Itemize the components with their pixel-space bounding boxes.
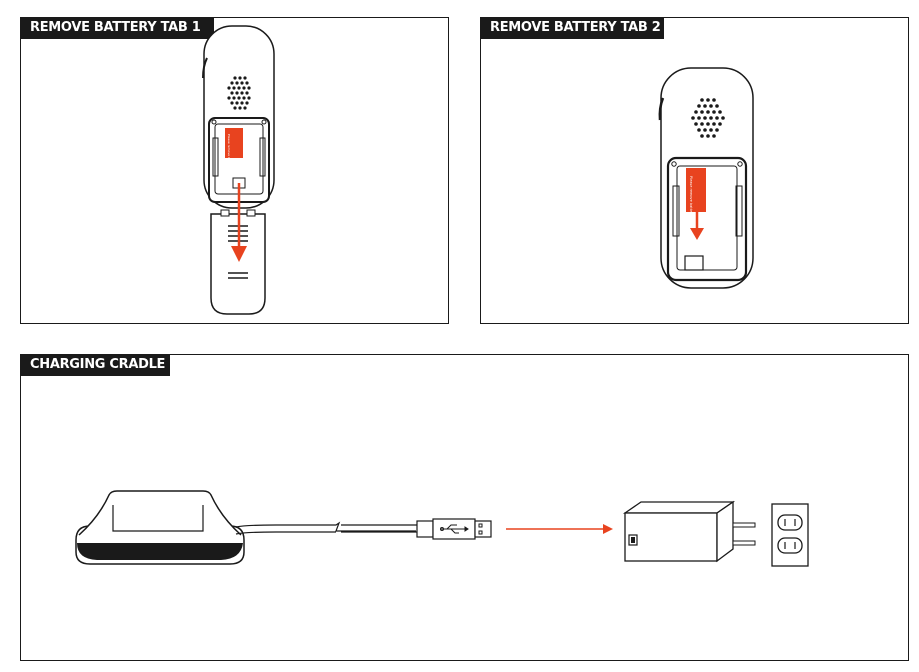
panel-charging-cradle: CHARGING CRADLE xyxy=(20,354,909,661)
svg-text:Please remove battery: Please remove battery xyxy=(227,134,231,168)
connect-arrow-icon xyxy=(506,524,613,534)
panel-title: CHARGING CRADLE xyxy=(20,354,170,376)
wall-outlet-icon xyxy=(771,503,809,567)
pull-arrow-icon xyxy=(690,194,704,240)
usb-cable-icon xyxy=(235,518,492,540)
panel-remove-battery-tab-2: REMOVE BATTERY TAB 2 Please remove batte… xyxy=(480,17,909,324)
charging-cradle-icon xyxy=(75,490,245,565)
usb-symbol-icon xyxy=(440,524,469,534)
power-adapter-icon xyxy=(622,500,756,563)
panel-title: REMOVE BATTERY TAB 1 xyxy=(20,17,214,39)
pull-arrow-icon xyxy=(231,183,247,262)
battery-cover-icon xyxy=(210,209,266,315)
svg-text:Please remove battery: Please remove battery xyxy=(689,176,693,216)
phone-back-icon: Please remove battery xyxy=(658,67,754,289)
battery-tab xyxy=(686,168,706,212)
speaker-grille-icon xyxy=(691,98,725,138)
speaker-grille-icon xyxy=(227,76,251,110)
battery-tab xyxy=(225,128,243,158)
phone-back-icon: Please remove battery xyxy=(202,25,275,315)
panel-remove-battery-tab-1: REMOVE BATTERY TAB 1 Please remove batte… xyxy=(20,17,449,324)
panel-title: REMOVE BATTERY TAB 2 xyxy=(480,17,664,39)
